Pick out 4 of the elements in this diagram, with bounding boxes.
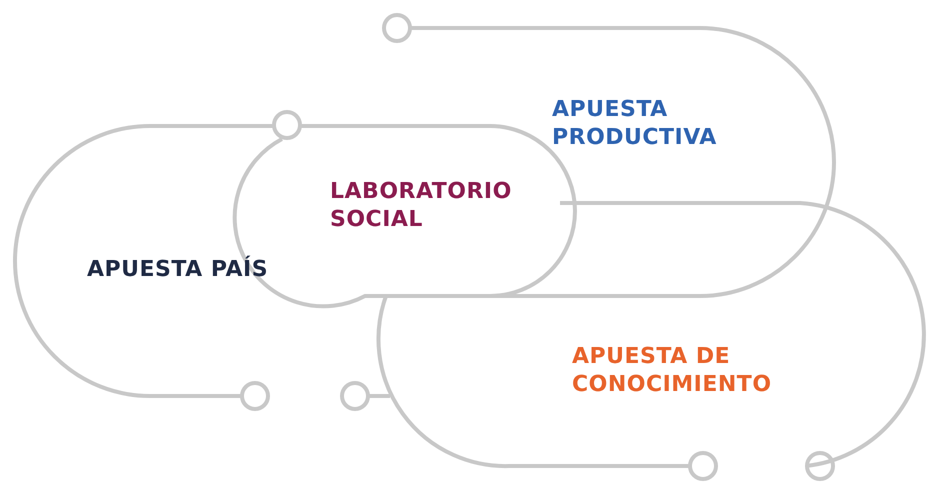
- category-label: APUESTA PRODUCTIVA: [552, 96, 752, 152]
- category-label: APUESTA PAÍS: [87, 256, 287, 284]
- category-label: LABORATORIO SOCIAL: [330, 178, 530, 234]
- category-label: APUESTA DE CONOCIMIENTO: [572, 343, 802, 399]
